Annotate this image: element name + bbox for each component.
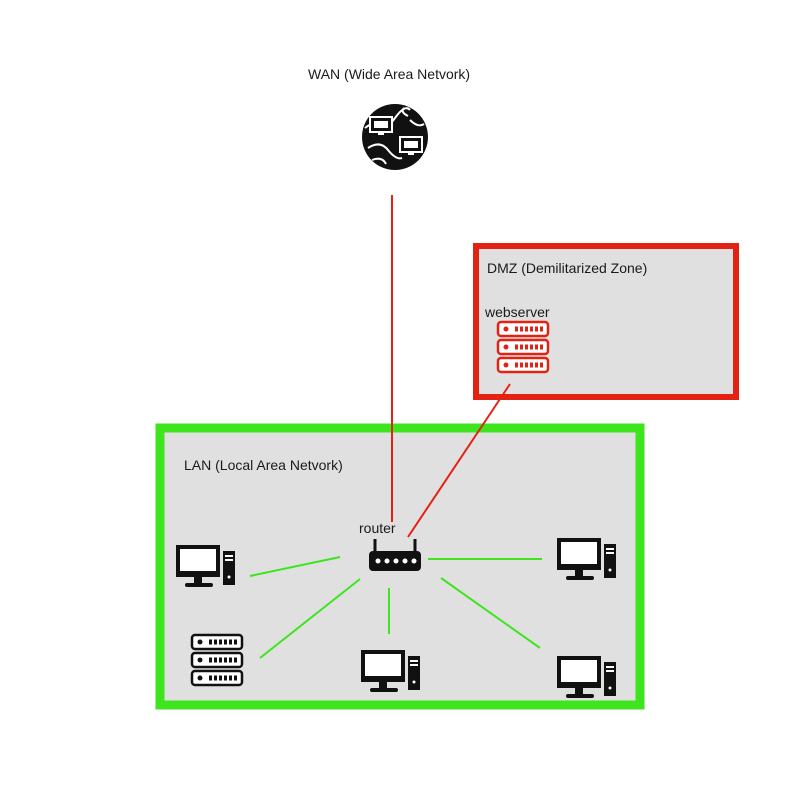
- wan-label: WAN (Wide Area Netvork): [308, 66, 470, 82]
- router-label: router: [359, 520, 396, 536]
- server-rack-icon: [498, 322, 548, 372]
- router-desktop-left-link: [249, 556, 341, 577]
- lan-label: LAN (Local Area Netvork): [184, 457, 343, 473]
- router-icon: [369, 539, 421, 571]
- dmz-label: DMZ (Demilitarized Zone): [487, 260, 647, 276]
- router-desktop-right-bottom-link: [440, 577, 541, 649]
- router-webserver-link: [407, 383, 511, 538]
- router-server-left-link: [259, 578, 361, 659]
- globe-network-icon: [362, 104, 428, 170]
- webserver-label: webserver: [484, 304, 550, 320]
- server-rack-icon: [192, 635, 242, 685]
